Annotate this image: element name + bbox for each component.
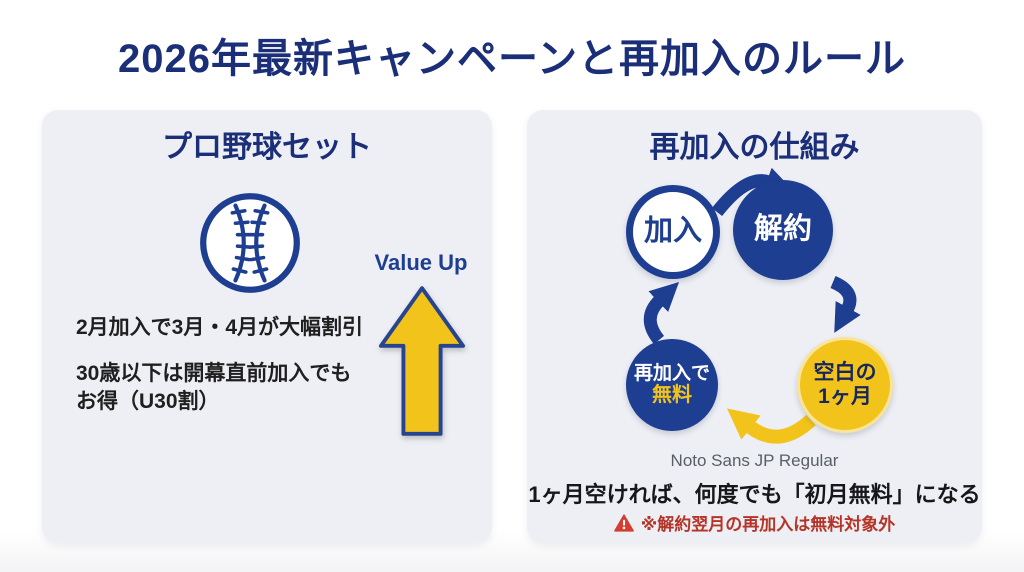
arrow-join-to-cancel [711,167,794,217]
left-panel-point-2: 30歳以下は開幕直前加入でも お得（U30割） [76,360,351,415]
left-panel-point-2-line2: お得（U30割） [76,389,220,413]
arrow-up-icon [378,283,466,439]
cycle-node-blank-line2: 1ヶ月 [818,385,872,408]
page-title: 2026年最新キャンペーンと再加入のルール [118,37,906,81]
cycle-node-rejoin-free: 再加入で 無料 [626,339,718,431]
left-panel-point-1: 2月加入で3月・4月が大幅割引 [76,316,364,339]
right-panel-title: 再加入の仕組み [649,131,860,164]
value-up-label: Value Up [374,250,468,275]
warning-row: ※解約翌月の再加入は無料対象外 [527,510,982,535]
cycle-node-blank-line1: 空白の [813,360,877,384]
pro-baseball-panel: プロ野球セット Value Up 2月加入で3月・4月が大幅割引 30歳以下は開… [42,110,492,543]
arrow-rejoin-to-join [643,281,680,345]
left-panel-title: プロ野球セット [162,131,372,164]
cycle-node-cancel-label: 解約 [753,213,812,246]
cycle-arrows [643,167,861,444]
font-note: Noto Sans JP Regular [670,451,839,470]
rule-note: 1ヶ月空ければ、何度でも「初月無料」になる [528,482,981,507]
warning-triangle-icon [613,513,634,532]
cycle-node-join-label: 加入 [643,215,702,248]
rejoin-panel: 再加入の仕組み 加入 解約 空白の 1ヶ月 再加入で 無料 Noto Sans … [527,110,982,543]
cycle-node-join: 加入 [626,185,720,279]
warning-text: ※解約翌月の再加入は無料対象外 [640,515,896,534]
baseball-icon [198,191,302,295]
cycle-node-rejoin-line1: 再加入で [633,362,710,384]
arrow-cancel-to-blank [830,276,861,333]
cycle-node-blank-month: 空白の 1ヶ月 [797,337,893,433]
left-panel-point-2-line1: 30歳以下は開幕直前加入でも [76,362,352,385]
arrow-blank-to-rejoin [726,408,816,444]
cycle-node-rejoin-line2: 無料 [652,384,692,407]
cycle-node-cancel: 解約 [733,180,833,280]
